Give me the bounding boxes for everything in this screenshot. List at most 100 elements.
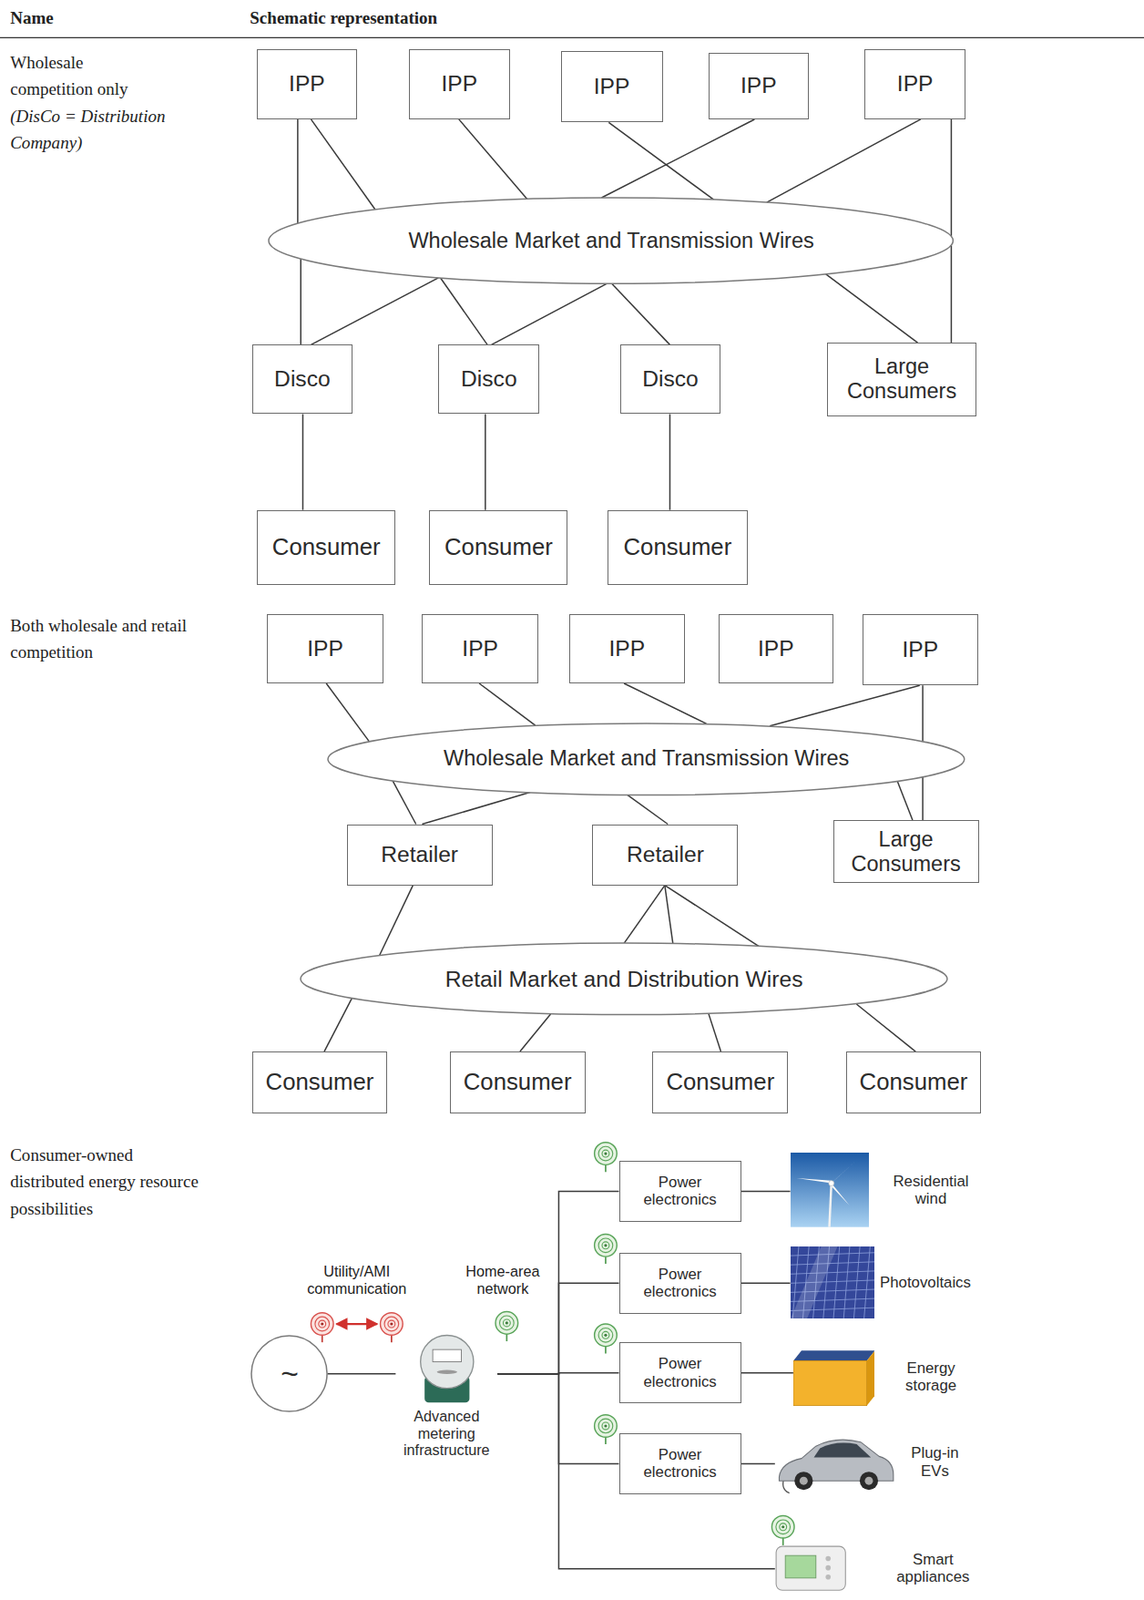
large-consumer-box-text: Large Consumers	[835, 354, 969, 404]
callout-label: Utility/AMI communication	[290, 1262, 424, 1298]
connector-line	[623, 683, 707, 724]
utility-radio	[380, 1312, 404, 1342]
ev-icon-part	[813, 1442, 871, 1458]
consumer-box-text: Consumer	[623, 533, 732, 562]
consumer-box: Consumer	[256, 510, 396, 586]
row-note: (DisCo = Distribution Company)	[10, 102, 199, 157]
device-radio	[594, 1414, 618, 1444]
device-radio	[594, 1323, 618, 1353]
consumer-box-text: Consumer	[444, 533, 553, 562]
retailer-box-text: Retailer	[626, 841, 705, 868]
storage-icon	[793, 1348, 876, 1406]
connector-line	[326, 683, 369, 742]
device-radio	[594, 1142, 618, 1172]
connector-line	[421, 791, 531, 824]
connector-line	[669, 413, 672, 510]
pv-icon-part	[790, 1246, 838, 1318]
ipp-box: IPP	[408, 49, 511, 120]
ev-icon-part	[864, 1476, 873, 1485]
connector-line	[302, 413, 305, 510]
connector-line	[741, 1190, 791, 1193]
retailer-box: Retailer	[592, 824, 738, 886]
market-ellipse: Retail Market and Distribution Wires	[299, 941, 949, 1016]
ac-source-circle-text: ~	[280, 1356, 299, 1392]
ipp-box: IPP	[256, 49, 358, 120]
disco-box: Disco	[620, 344, 722, 414]
connector-line	[392, 780, 417, 825]
meter-icon-part	[432, 1348, 461, 1361]
device-radio	[594, 1234, 618, 1264]
meter-icon-part	[436, 1368, 457, 1373]
ipp-box: IPP	[718, 613, 833, 684]
device-radio	[771, 1514, 795, 1544]
ellipse-outline-shape	[327, 723, 965, 796]
connector-line	[479, 683, 536, 726]
connector-line	[664, 885, 674, 944]
column-header: Schematic representation	[249, 7, 438, 31]
connector-line	[664, 885, 760, 947]
consumer-box: Consumer	[607, 510, 747, 586]
connector-line	[310, 119, 376, 210]
storage-icon-part	[867, 1349, 876, 1405]
connector-line	[950, 245, 953, 343]
smart-meter: Advanced metering infrastructure	[395, 1330, 498, 1459]
wind-icon-part	[796, 1177, 831, 1184]
smart-icon-part	[776, 1545, 846, 1590]
ipp-box: IPP	[421, 613, 539, 684]
pv-icon-part	[833, 1246, 840, 1318]
consumer-box-text: Consumer	[265, 1068, 375, 1096]
smart-icon-part	[825, 1564, 831, 1571]
connector-line	[296, 119, 299, 224]
connector-line	[826, 274, 919, 343]
connector-line	[601, 119, 755, 198]
market-ellipse-text: Retail Market and Distribution Wires	[445, 966, 804, 992]
wind-icon-part	[790, 1152, 869, 1227]
consumer-box-text: Consumer	[859, 1068, 969, 1096]
disco-box-text: Disco	[460, 366, 518, 392]
market-ellipse: Wholesale Market and Transmission Wires	[267, 196, 954, 285]
ipp-box-text: IPP	[440, 71, 478, 97]
ipp-box-text: IPP	[288, 71, 326, 97]
meter-icon-part	[419, 1334, 473, 1388]
consumer-box-text: Consumer	[463, 1068, 572, 1096]
connector-line	[623, 885, 665, 944]
power-electronics-box-text: Power electronics	[627, 1354, 733, 1390]
disco-box: Disco	[438, 344, 540, 414]
connector-line	[491, 283, 607, 345]
row-name: Consumer-owned distributed energy resour…	[10, 1141, 199, 1222]
ipp-box: IPP	[569, 613, 686, 684]
connector-line	[440, 277, 488, 345]
retailer-box: Retailer	[347, 824, 493, 886]
row-name: Both wholesale and retail competition	[10, 612, 199, 666]
ipp-box-text: IPP	[461, 635, 499, 662]
connector-line	[608, 122, 714, 200]
power-electronics-box-text: Power electronics	[627, 1445, 733, 1482]
storage-icon-part	[793, 1349, 876, 1360]
power-electronics-box: Power electronics	[619, 1252, 742, 1314]
residential-wind-text: Residential wind	[885, 1172, 978, 1208]
power-electronics-box-text: Power electronics	[627, 1265, 733, 1301]
pv-icon	[790, 1246, 876, 1319]
smart-icon	[775, 1544, 847, 1591]
row-name: Wholesale competition only	[10, 49, 164, 103]
ev-icon-part	[859, 1470, 879, 1490]
connector-line	[324, 998, 352, 1052]
ipp-box-text: IPP	[593, 73, 631, 100]
pv-icon-part	[790, 1279, 876, 1283]
connector-line	[950, 119, 953, 236]
pv-icon-part	[790, 1246, 876, 1318]
pv-icon-part	[790, 1261, 876, 1265]
storage-icon-part	[793, 1359, 868, 1405]
connector-line	[741, 1281, 791, 1284]
ipp-box-text: IPP	[901, 636, 939, 663]
connector-line	[520, 1013, 552, 1052]
ipp-box-text: IPP	[740, 72, 777, 99]
plug-in-ev-text: Plug-in EVs	[898, 1443, 971, 1480]
smart-appliance: Smart appliances	[775, 1544, 974, 1591]
ipp-box: IPP	[708, 52, 809, 120]
large-consumer-box: Large Consumers	[833, 819, 980, 883]
connector-line	[626, 794, 668, 824]
ipp-box-text: IPP	[609, 635, 646, 662]
connector-line	[326, 1372, 396, 1375]
